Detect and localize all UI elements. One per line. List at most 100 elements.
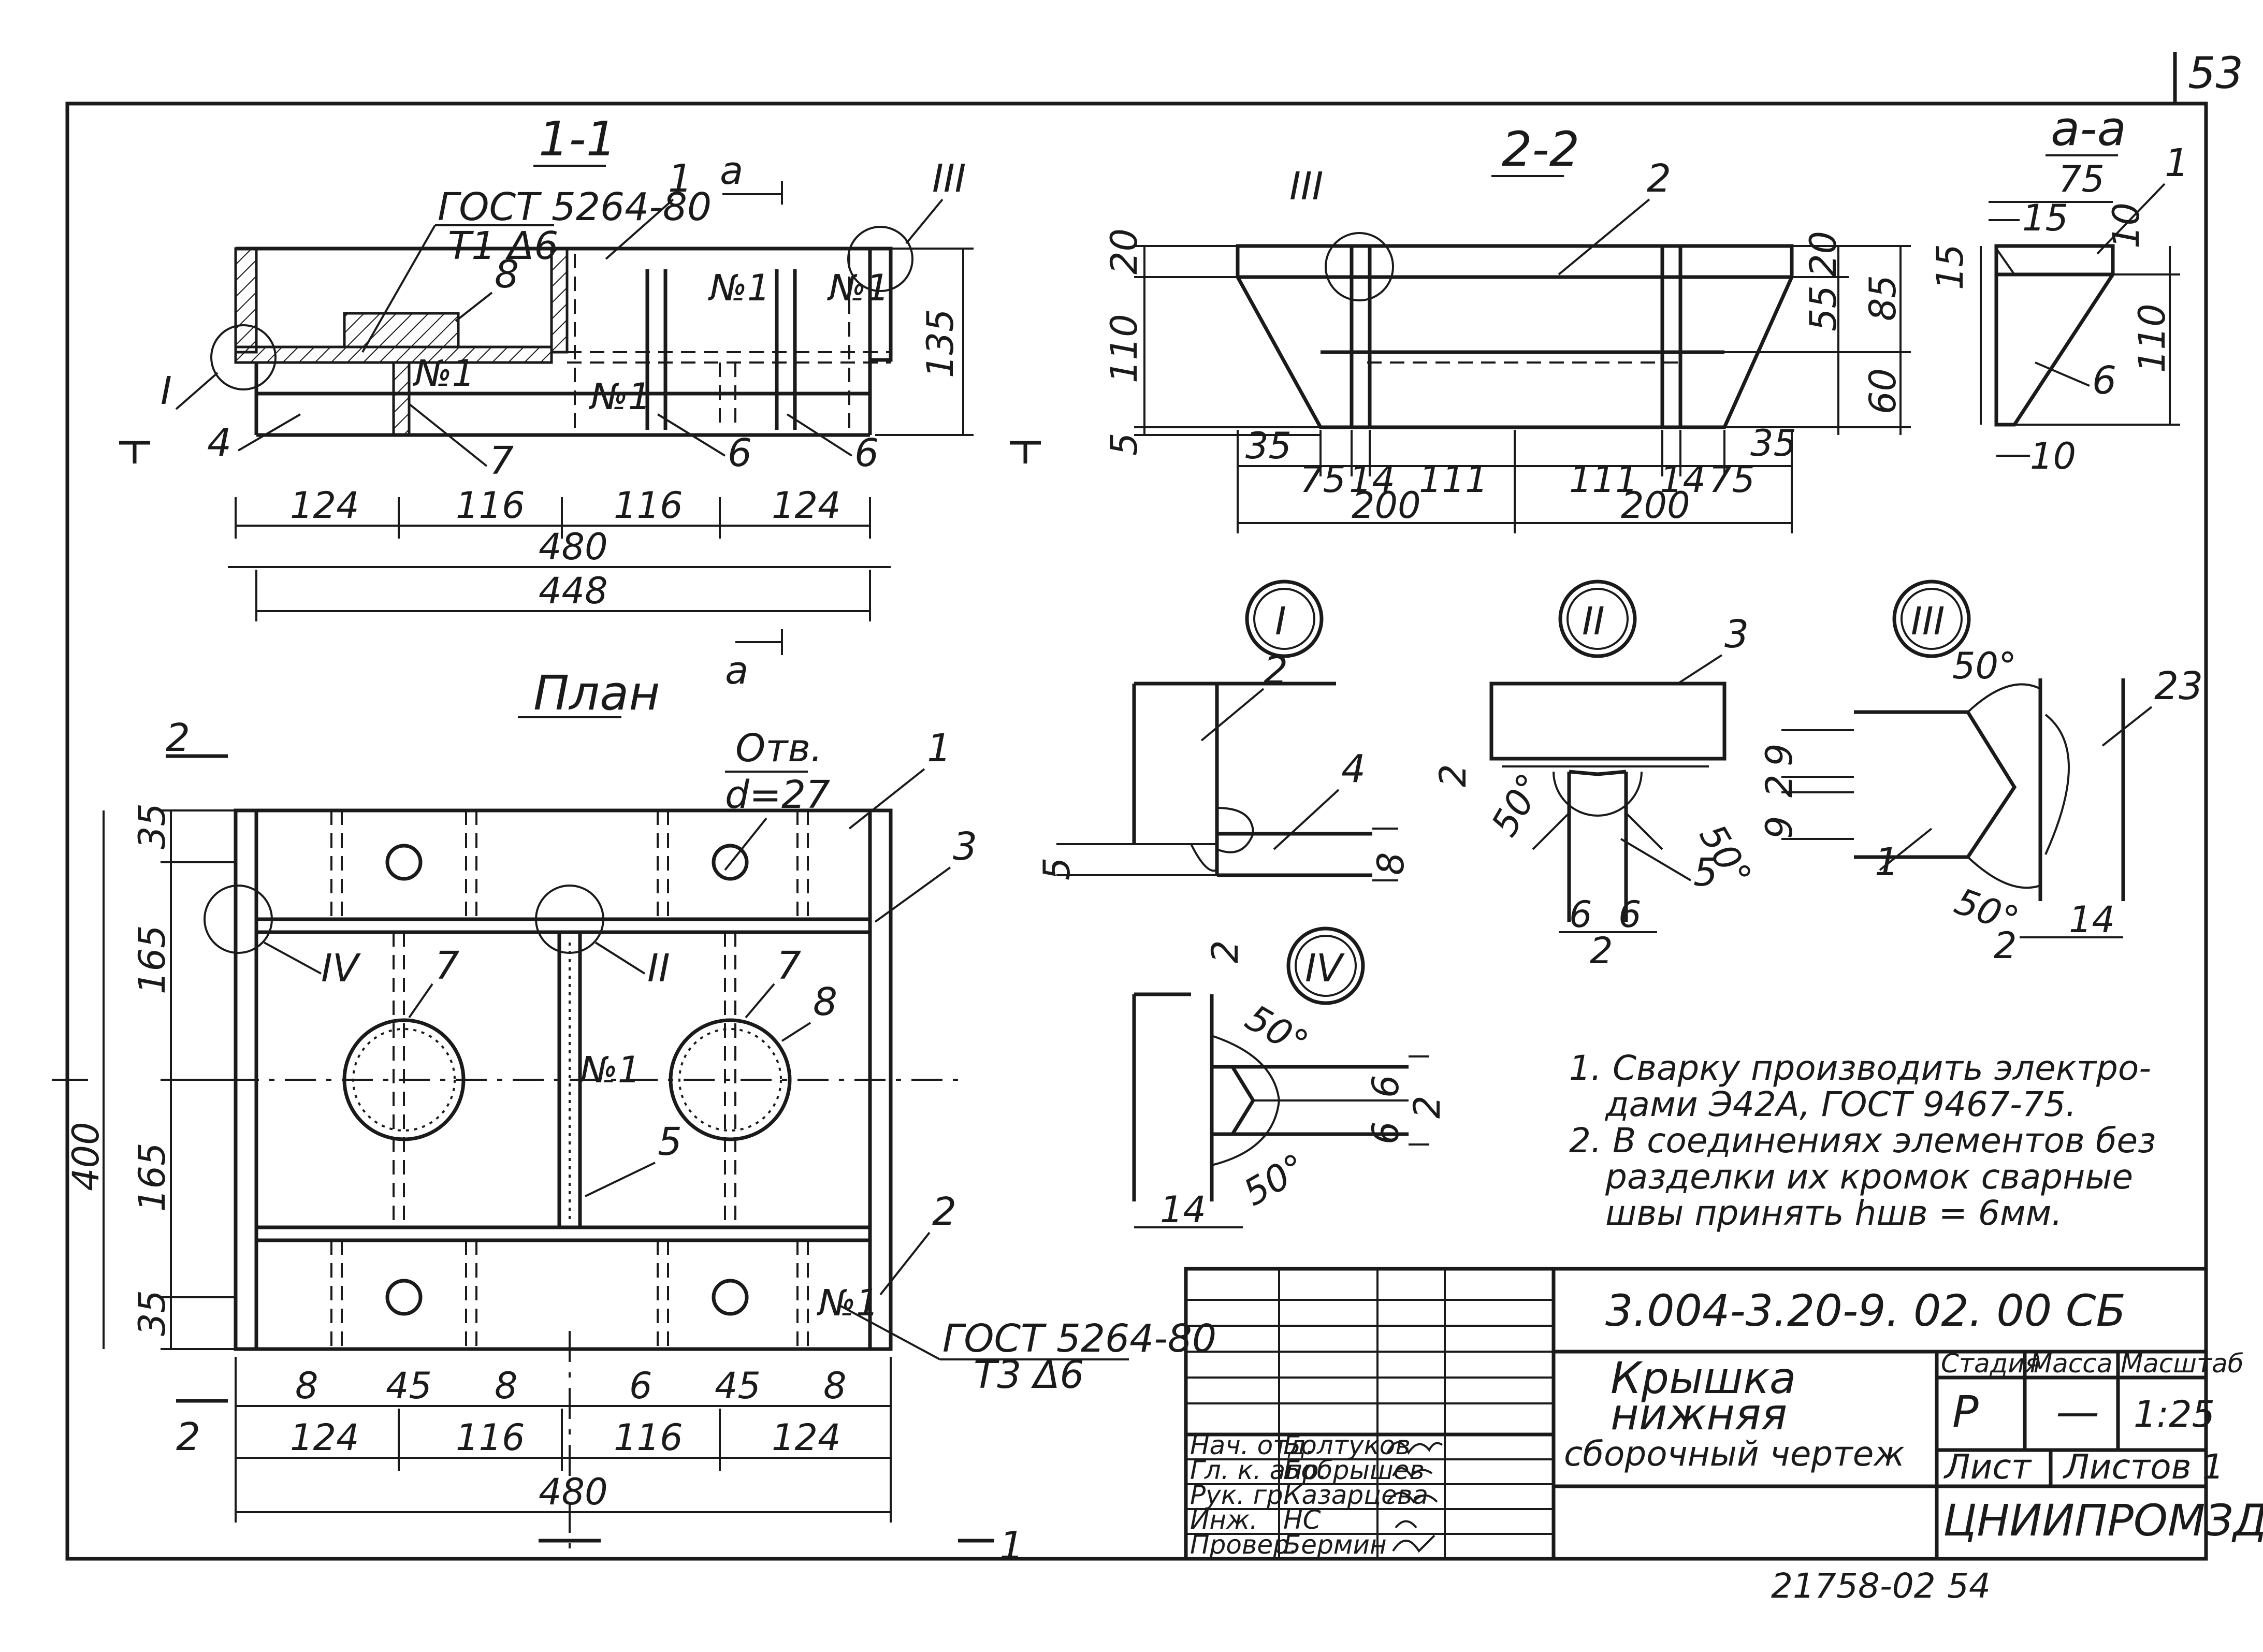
detail-III-pos-23: 23 bbox=[2154, 664, 2203, 708]
section-a-a-dim-10b: 10 bbox=[2030, 435, 2076, 477]
plan-pos-1: 1 bbox=[927, 726, 951, 771]
section-1-1-weld-n1-c: №1 bbox=[412, 352, 475, 395]
detail-II: II 3 2 50° 50° 5 6 6 2 bbox=[1432, 579, 1760, 972]
plan-pos-5: 5 bbox=[658, 1120, 682, 1164]
detail-I: I 2 4 5 8 bbox=[1036, 579, 1412, 881]
plan-small-dim-8a: 8 bbox=[295, 1365, 318, 1407]
plan-cut-1: 1 bbox=[999, 1524, 1024, 1568]
section-2-2-dim-14b: 14 bbox=[1660, 458, 1706, 501]
detail-I-pos-2: 2 bbox=[1264, 648, 1288, 693]
detail-IV: IV 2 50° 6 2 6 50° 14 bbox=[1132, 926, 1448, 1231]
detail-I-dim-5: 5 bbox=[1036, 857, 1078, 880]
detail-IV-dim-6b: 6 bbox=[1365, 1121, 1407, 1144]
mass-value: — bbox=[2056, 1386, 2099, 1437]
section-2-2-dim-60: 60 bbox=[1862, 368, 1904, 414]
plan-dim-480: 480 bbox=[539, 1471, 608, 1513]
name-2: Бобрышев bbox=[1283, 1455, 1425, 1485]
section-a-a-dim-75: 75 bbox=[2058, 158, 2105, 200]
section-1-1-pos-6b: 6 bbox=[854, 431, 879, 475]
section-1-1-dim-448: 448 bbox=[539, 570, 608, 612]
scale-label: Масштаб bbox=[2121, 1349, 2244, 1379]
archive-number: 21758-02 bbox=[1771, 1566, 1936, 1606]
section-2-2-title: 2-2 bbox=[1502, 122, 1579, 177]
detail-II-dim-6b: 6 bbox=[1618, 893, 1642, 936]
section-2-2-dim-75b: 75 bbox=[1709, 458, 1755, 501]
detail-III-dim-2b: 2 bbox=[1994, 924, 2017, 967]
detail-IV-dim-14: 14 bbox=[1160, 1189, 1206, 1231]
plan-dim-124b: 124 bbox=[772, 1416, 841, 1459]
role-5: Провер. bbox=[1190, 1530, 1298, 1560]
name-3: Казарцева bbox=[1283, 1480, 1428, 1510]
stage-label: Стадия bbox=[1941, 1349, 2040, 1379]
plan-pos-7a: 7 bbox=[435, 944, 459, 988]
section-1-1-pos-6a: 6 bbox=[728, 431, 752, 475]
section-2-2-callout-III: III bbox=[1289, 164, 1323, 209]
stage-value: Р bbox=[1952, 1386, 1979, 1437]
section-1-1-pos-8: 8 bbox=[495, 252, 519, 297]
role-3: Рук. гр. bbox=[1190, 1480, 1292, 1510]
plan-small-dim-45a: 45 bbox=[386, 1365, 432, 1407]
section-1-1: 1-1 ГОСТ 5264-80 Т1 Δ6 а III 1 8 bbox=[119, 111, 1041, 693]
detail-II-title: II bbox=[1582, 599, 1605, 644]
drawing-frame bbox=[65, 102, 2208, 1561]
detail-IV-angle-b: 50° bbox=[1237, 1146, 1313, 1214]
role-4: Инж. bbox=[1190, 1505, 1258, 1535]
detail-III-angle-a: 50° bbox=[1952, 645, 2017, 687]
plan-cut-2-bottom: 2 bbox=[176, 1415, 200, 1459]
detail-III-pos-1: 1 bbox=[1875, 840, 1899, 885]
plan-dim-35a: 35 bbox=[131, 803, 173, 849]
section-2-2-dim-35b: 35 bbox=[1750, 422, 1796, 465]
signature-5 bbox=[1392, 1534, 1435, 1553]
detail-II-dim-6a: 6 bbox=[1569, 893, 1592, 936]
section-2-2-dim-5: 5 bbox=[1103, 432, 1145, 456]
detail-III-dim-9b: 9 bbox=[1758, 816, 1801, 839]
section-2-2-dim-110: 110 bbox=[1103, 314, 1145, 383]
detail-I-title: I bbox=[1275, 599, 1286, 644]
detail-III: III 50° 23 9 2 9 1 50° 2 14 bbox=[1758, 579, 2203, 967]
section-2-2-dim-35a: 35 bbox=[1245, 425, 1292, 467]
page-number: 53 bbox=[2188, 48, 2243, 98]
section-2-2-dim-85: 85 bbox=[1862, 275, 1904, 321]
plan-hole-note: Отв. bbox=[735, 726, 823, 771]
drawing-name-line-2: нижняя bbox=[1611, 1389, 1787, 1440]
detail-II-dim-2: 2 bbox=[1432, 764, 1474, 787]
section-a-a-pos-6: 6 bbox=[2092, 358, 2116, 403]
section-2-2-dim-55: 55 bbox=[1802, 285, 1845, 331]
plan-view: План Отв. d=27 1 2 bbox=[52, 665, 1216, 1568]
plan-dim-165b: 165 bbox=[131, 1142, 173, 1212]
section-2-2-dim-200b: 200 bbox=[1621, 484, 1690, 527]
detail-IV-dim-6a: 6 bbox=[1365, 1075, 1407, 1098]
plan-weld: Т3 Δ6 bbox=[974, 1353, 1084, 1397]
detail-IV-dim-2b: 2 bbox=[1406, 1095, 1448, 1119]
mass-label: Масса bbox=[2030, 1349, 2112, 1379]
detail-I-dim-8: 8 bbox=[1370, 852, 1412, 875]
detail-II-pos-5: 5 bbox=[1693, 850, 1718, 895]
section-2-2: 2-2 III 2 20 110 5 20 55 85 60 bbox=[1103, 122, 1911, 533]
scale-value: 1:25 bbox=[2134, 1393, 2215, 1436]
section-1-1-cut-a-bottom: а bbox=[725, 648, 748, 693]
plan-pos-2: 2 bbox=[932, 1190, 956, 1234]
general-notes: 1. Сварку производить электро- дами Э42А… bbox=[1569, 1048, 2156, 1233]
section-1-1-pos-1: 1 bbox=[668, 156, 692, 201]
section-1-1-weld-n1-b: №1 bbox=[826, 267, 889, 309]
section-a-a-title: а-а bbox=[2051, 101, 2126, 156]
plan-callout-II: II bbox=[647, 946, 670, 991]
plan-small-dim-45b: 45 bbox=[715, 1365, 761, 1407]
section-1-1-dim-135: 135 bbox=[919, 309, 962, 378]
detail-II-dim-2b: 2 bbox=[1590, 930, 1613, 972]
section-1-1-callout-III: III bbox=[932, 156, 966, 201]
organization-name: ЦНИИПРОМЗДАНИЙ bbox=[1943, 1495, 2263, 1546]
plan-dim-124a: 124 bbox=[290, 1416, 359, 1459]
detail-III-dim-2: 2 bbox=[1758, 774, 1801, 798]
plan-small-dim-6: 6 bbox=[629, 1365, 652, 1407]
section-1-1-dim-116a: 116 bbox=[456, 484, 525, 527]
detail-III-title: III bbox=[1911, 599, 1945, 644]
plan-dim-116a: 116 bbox=[456, 1416, 525, 1459]
section-2-2-dim-75a: 75 bbox=[1300, 458, 1346, 501]
section-a-a-dim-15a: 15 bbox=[2022, 197, 2068, 239]
role-1: Нач. отд. bbox=[1190, 1430, 1314, 1460]
section-1-1-cut-a: а bbox=[720, 149, 743, 193]
plan-gost: ГОСТ 5264-80 bbox=[942, 1316, 1216, 1361]
plan-dim-400: 400 bbox=[65, 1122, 107, 1191]
